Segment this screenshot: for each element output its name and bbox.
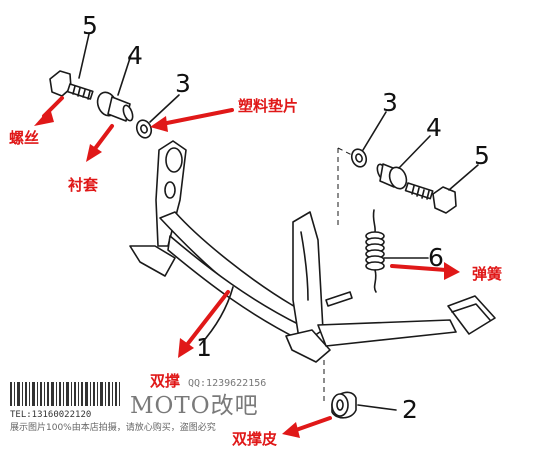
- washer-left: [135, 119, 153, 139]
- label-bushing: 衬套: [68, 176, 99, 194]
- callout-4-left: 4: [127, 41, 143, 70]
- callout-5-left: 5: [82, 11, 98, 40]
- label-spring: 弹簧: [472, 265, 502, 283]
- arrow-bushing: [86, 124, 114, 162]
- washer-right: [350, 148, 368, 168]
- stand-rubber: [331, 391, 357, 419]
- barcode-icon: [10, 382, 120, 406]
- label-double-stand: 双撑: [150, 372, 180, 390]
- callout-6: 6: [428, 243, 444, 272]
- arrow-stand-rubber: [282, 416, 332, 438]
- callout-2: 2: [402, 395, 418, 424]
- callout-3-right: 3: [382, 88, 398, 117]
- label-plastic-washer: 塑料垫片: [238, 97, 298, 115]
- arrow-screw: [34, 96, 64, 126]
- screw-left: [49, 70, 94, 100]
- label-stand-rubber: 双撑皮: [232, 430, 277, 448]
- callout-5-right: 5: [474, 141, 490, 170]
- callout-4-right: 4: [426, 113, 442, 142]
- watermark: TEL:13160022120 QQ:1239622156 MOTO改吧 展示图…: [10, 378, 266, 433]
- arrow-plastic-washer: [150, 108, 234, 132]
- callout-3-left: 3: [175, 69, 191, 98]
- watermark-tel: TEL:13160022120: [10, 410, 91, 420]
- return-spring: [365, 209, 385, 293]
- callout-1: 1: [196, 333, 212, 362]
- watermark-qq: QQ:1239622156: [188, 378, 266, 389]
- bushing-left: [96, 91, 134, 122]
- watermark-note: 展示图片100%由本店拍摄，请放心购买，盗图必究: [10, 421, 216, 433]
- arrow-double-stand: [178, 290, 230, 358]
- watermark-brand: MOTO改吧: [130, 393, 259, 419]
- bushing-right: [376, 163, 408, 190]
- center-stand: [129, 140, 496, 363]
- arrow-spring: [390, 262, 460, 280]
- label-screw: 螺丝: [9, 129, 39, 147]
- screw-right: [404, 182, 457, 214]
